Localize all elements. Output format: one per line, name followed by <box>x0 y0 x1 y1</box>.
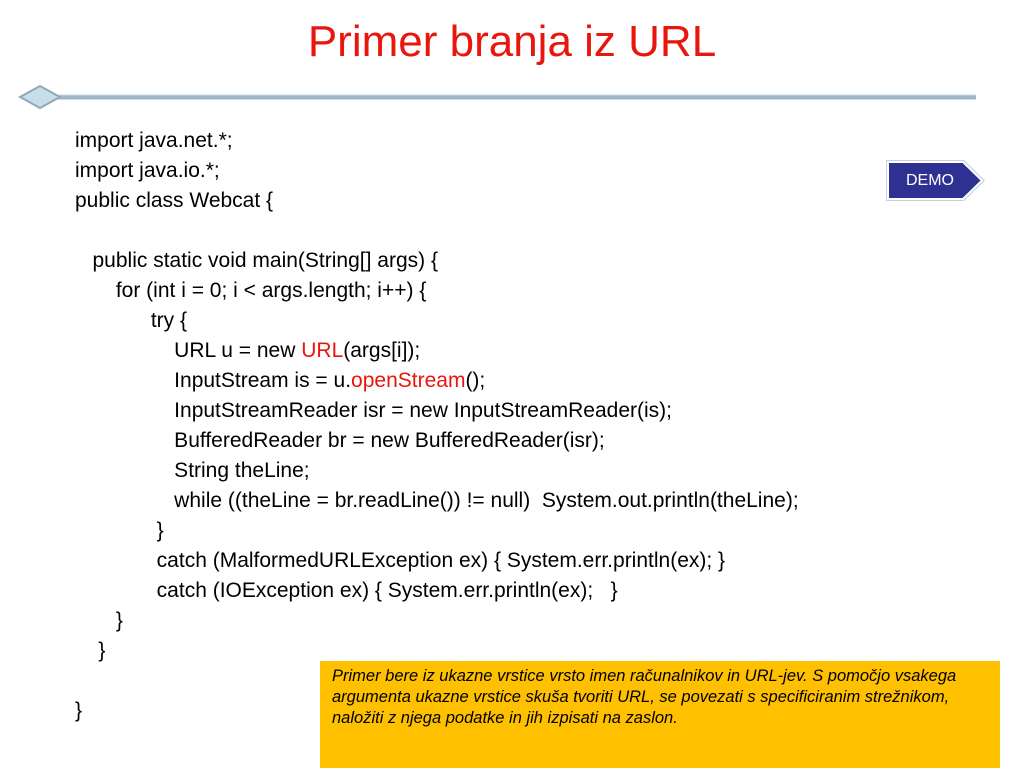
code-line: } <box>75 609 123 632</box>
code-block: import java.net.*; import java.io.*; pub… <box>75 126 975 726</box>
code-line: } <box>75 519 164 542</box>
code-text: InputStream is = u. <box>75 369 352 392</box>
code-line: for (int i = 0; i < args.length; i++) { <box>75 279 427 302</box>
demo-button-label: DEMO <box>906 172 954 189</box>
explanation-note: Primer bere iz ukazne vrstice vrsto imen… <box>320 661 1000 768</box>
slide-title: Primer branja iz URL <box>307 17 717 66</box>
code-line <box>75 216 975 246</box>
code-text: URL u = new <box>75 339 302 362</box>
code-line: BufferedReader br = new BufferedReader(i… <box>75 429 605 452</box>
code-line: try { <box>75 309 188 332</box>
code-text: (args[i]); <box>343 339 421 362</box>
code-line: InputStream is = u.openStream(); <box>75 366 975 396</box>
code-line: public static void main(String[] args) { <box>75 249 438 272</box>
code-line: } <box>75 699 83 722</box>
demo-button[interactable]: DEMO <box>884 158 988 203</box>
code-text: (); <box>465 369 486 392</box>
code-line: while ((theLine = br.readLine()) != null… <box>75 489 799 512</box>
code-line: catch (IOException ex) { System.err.prin… <box>75 579 618 602</box>
code-line: InputStreamReader isr = new InputStreamR… <box>75 399 672 422</box>
code-line: URL u = new URL(args[i]); <box>75 336 975 366</box>
title-divider <box>18 84 976 110</box>
code-line: import java.net.*; <box>75 129 233 152</box>
code-line: public class Webcat { <box>75 189 274 212</box>
diamond-icon <box>18 84 63 110</box>
highlighted-keyword: openStream <box>351 369 466 392</box>
code-line: catch (MalformedURLException ex) { Syste… <box>75 549 726 572</box>
highlighted-keyword: URL <box>301 339 344 362</box>
code-line: import java.io.*; <box>75 159 220 182</box>
code-line: String theLine; <box>75 459 310 482</box>
arrow-pentagon-icon <box>886 160 985 201</box>
code-line: } <box>75 639 106 662</box>
